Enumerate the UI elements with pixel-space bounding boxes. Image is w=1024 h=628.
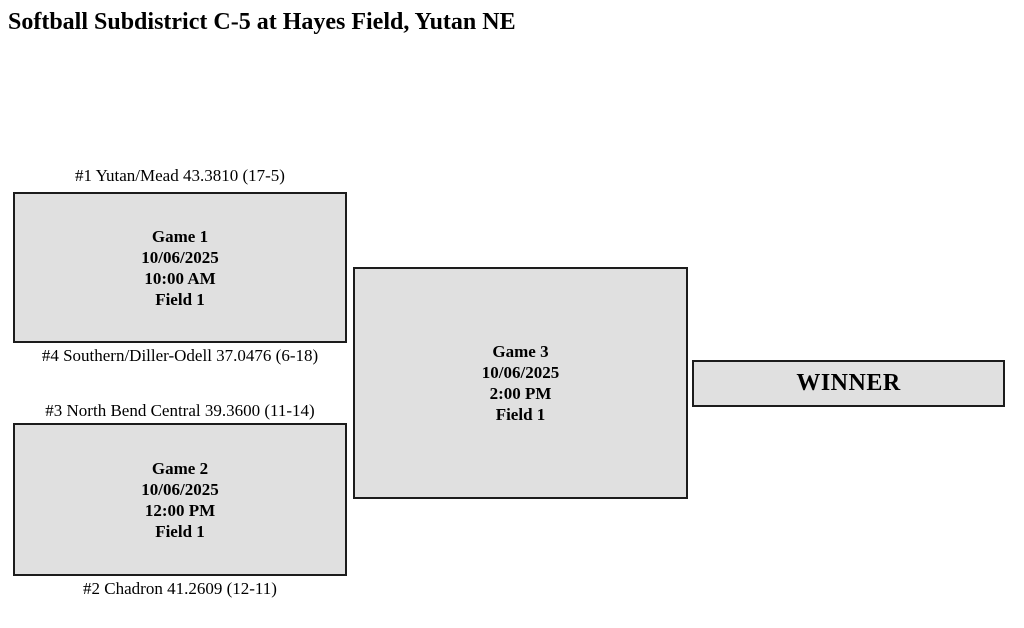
game1-box: Game 1 10/06/2025 10:00 AM Field 1 [13, 192, 347, 343]
game2-time: 12:00 PM [144, 500, 216, 520]
game1-name: Game 1 [151, 226, 209, 246]
game2-box: Game 2 10/06/2025 12:00 PM Field 1 [13, 423, 347, 576]
game3-box: Game 3 10/06/2025 2:00 PM Field 1 [353, 267, 688, 499]
page-title: Softball Subdistrict C-5 at Hayes Field,… [8, 9, 516, 35]
seed-label-4: #4 Southern/Diller-Odell 37.0476 (6-18) [41, 346, 319, 365]
seed-label-3: #3 North Bend Central 39.3600 (11-14) [45, 401, 315, 420]
winner-box: WINNER [692, 360, 1005, 407]
game1-field: Field 1 [155, 289, 205, 309]
game3-name: Game 3 [492, 342, 549, 361]
seed-label-2: #2 Chadron 41.2609 (12-11) [83, 579, 277, 598]
winner-label: WINNER [796, 370, 901, 396]
game3-date: 10/06/2025 [481, 363, 560, 382]
game2-name: Game 2 [151, 458, 209, 478]
game1-info: Game 1 10/06/2025 10:00 AM Field 1 [141, 226, 218, 310]
seed-label-1: #1 Yutan/Mead 43.3810 (17-5) [75, 166, 285, 185]
game1-time: 10:00 AM [144, 268, 216, 288]
game2-field: Field 1 [155, 521, 205, 541]
game2-info: Game 2 10/06/2025 12:00 PM Field 1 [141, 458, 218, 542]
game1-date: 10/06/2025 [141, 247, 219, 267]
game3-info: Game 3 10/06/2025 2:00 PM Field 1 [482, 341, 559, 425]
game2-date: 10/06/2025 [141, 479, 219, 499]
game3-time: 2:00 PM [489, 384, 552, 403]
game3-field: Field 1 [495, 405, 546, 424]
